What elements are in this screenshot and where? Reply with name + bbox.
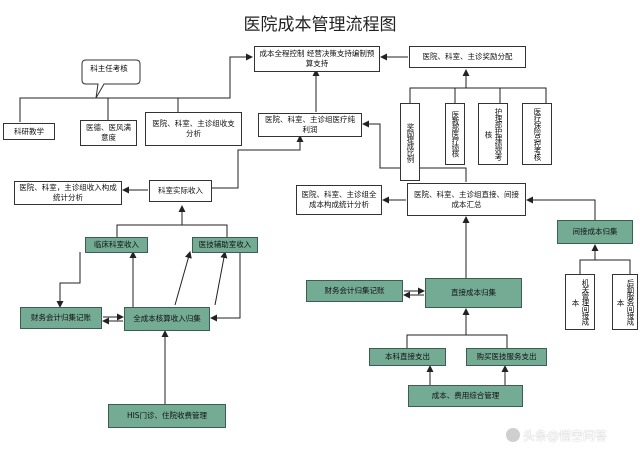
medical-ethics-box: 医德、医风满意度: [80, 120, 137, 146]
dept-direct-expense-box: 本科直接支出: [369, 348, 446, 366]
cost-summary-box: 医院、科室、主诊组直接、间接成本汇总: [407, 183, 526, 216]
cost-control-box: 成本全程控制 经营决策支持编制预算支持: [254, 46, 380, 72]
connector: [116, 224, 228, 237]
indirect-cost-box: 间接成本归集: [557, 220, 633, 244]
bubble-shape: [81, 59, 141, 99]
connector: [174, 251, 192, 306]
logistics-indirect-box: 后勤服务间接成本: [612, 274, 638, 330]
reward-distribution-box: 医院、科室、主诊奖励分配: [409, 46, 526, 68]
connector: [19, 53, 253, 122]
connector: [214, 251, 228, 306]
clinical-income-box: 临床科室收入: [85, 237, 148, 253]
connector: [362, 120, 467, 182]
insurance-control-box: 医疗保险总控考核: [522, 103, 552, 165]
connector: [56, 252, 81, 308]
medical-profit-box: 医院、科室、主诊组医疗纯利润: [258, 113, 362, 137]
connector: [406, 334, 508, 348]
direct-cost-box: 直接成本归集: [425, 278, 522, 308]
connector: [526, 196, 596, 220]
connector: [409, 87, 547, 103]
purchase-service-box: 购买医技服务支出: [466, 348, 547, 366]
watermark-text: 头条@悟空问答: [523, 428, 608, 443]
finance-cost-box: 财务会计归集记账: [306, 280, 403, 302]
finance-income-box: 财务会计归集记账: [20, 307, 102, 329]
admin-indirect-box: 机关管理间接成本: [565, 274, 595, 330]
reward-ratio-box: 奖励提成比例: [400, 103, 420, 181]
income-analysis-box: 医院、科室、主诊组收支分析: [145, 112, 242, 146]
wukong-logo-icon: [506, 428, 520, 442]
cost-stats-box: 医院、科室、主诊组全成本构成统计分析: [296, 185, 382, 215]
his-system-box: HIS门诊、住院收费管理: [108, 404, 226, 428]
watermark: 头条@悟空问答: [506, 427, 636, 443]
dept-performance-box: 医教部医疗绩核: [445, 103, 465, 165]
connector: [212, 135, 304, 189]
full-cost-income-box: 全成本核算收入归集: [124, 307, 210, 331]
cost-expense-summary-box: 成本、费用综合管理: [408, 385, 523, 407]
diagram-title: 医院成本管理流程图: [243, 15, 397, 35]
connector: [579, 259, 631, 274]
connector: [210, 252, 241, 322]
income-stats-box: 医院、科室，主诊组收入构成统计分析: [14, 181, 122, 205]
research-teaching-box: 科研教学: [3, 123, 55, 140]
dept-actual-income-box: 科室实际收入: [149, 180, 212, 202]
nursing-performance-box: 护理部护理绩效考核: [478, 103, 508, 165]
support-income-box: 医技辅助室收入: [192, 237, 258, 253]
director-exam-bubble: 科主任考核: [90, 64, 128, 73]
